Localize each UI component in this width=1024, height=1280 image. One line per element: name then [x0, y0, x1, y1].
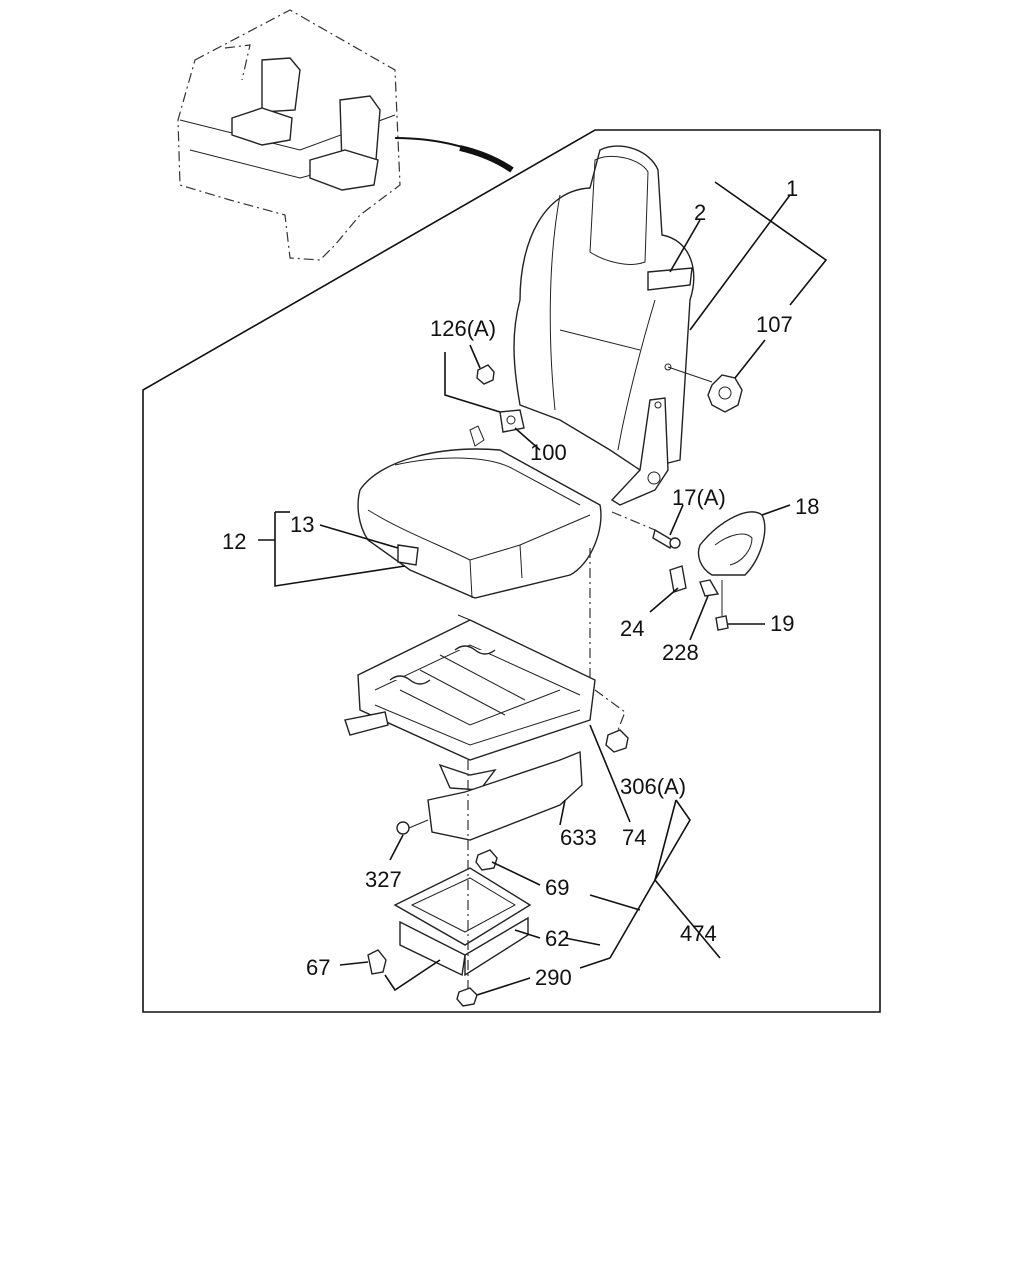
cab-thumbnail: [177, 9, 514, 261]
part-labels: 1 2 107 126(A) 100 17(A) 18 13 12 24 228…: [222, 176, 819, 990]
label-part-306a: 306(A): [620, 774, 686, 799]
hardware: [367, 511, 766, 1007]
label-part-1: 1: [786, 176, 798, 201]
leader-lines: [258, 181, 828, 996]
label-part-100: 100: [530, 440, 567, 465]
label-part-13: 13: [290, 512, 314, 537]
label-part-474: 474: [680, 921, 717, 946]
label-part-126a: 126(A): [430, 316, 496, 341]
label-part-290: 290: [535, 965, 572, 990]
label-part-19: 19: [770, 611, 794, 636]
track-cover: [427, 750, 583, 841]
detail-frame: [142, 129, 881, 1013]
label-part-12: 12: [222, 529, 246, 554]
label-part-228: 228: [662, 640, 699, 665]
label-part-17a: 17(A): [672, 485, 726, 510]
label-part-62: 62: [545, 926, 569, 951]
seat-cushion: [357, 425, 602, 599]
base-bracket: [393, 760, 532, 990]
label-part-2: 2: [694, 200, 706, 225]
seat-track-frame: [344, 614, 596, 791]
label-part-74: 74: [622, 825, 646, 850]
label-part-24: 24: [620, 616, 644, 641]
label-part-69: 69: [545, 875, 569, 900]
label-part-18: 18: [795, 494, 819, 519]
label-part-633: 633: [560, 825, 597, 850]
label-part-107: 107: [756, 312, 793, 337]
recline-knob: [707, 374, 743, 413]
cap-and-clip: [476, 364, 525, 433]
label-part-327: 327: [365, 867, 402, 892]
seat-back: [513, 145, 713, 506]
label-part-67: 67: [306, 955, 330, 980]
